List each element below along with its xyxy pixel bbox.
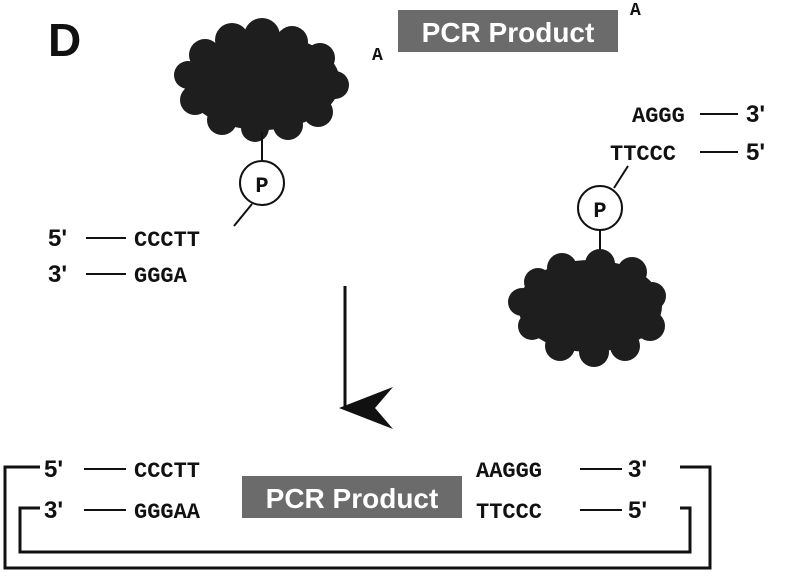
left-bottom-seq: GGGA	[134, 264, 188, 289]
product-left-top-end: 5'	[44, 456, 63, 483]
pcr-product-top: PCR Product A A	[372, 1, 641, 66]
product-pcr-label: PCR Product	[266, 483, 439, 514]
right-bottom-seq: TTCCC	[610, 142, 676, 167]
product-left-top-seq: CCCTT	[134, 459, 200, 484]
pcr-product-label: PCR Product	[422, 17, 595, 48]
left-bottom-end: 3'	[48, 261, 67, 288]
overhang-right: A	[630, 1, 641, 21]
pcr-product-box	[398, 10, 618, 52]
phosphate-label: P	[255, 174, 268, 199]
left-top-end: 5'	[48, 225, 67, 252]
product-right-top-end: 3'	[628, 456, 647, 483]
panel-label: D	[48, 14, 81, 66]
left-top-seq: CCCTT	[134, 228, 200, 253]
inner-strand-bracket	[18, 506, 692, 554]
product-left-bottom-seq: GGGAA	[134, 500, 201, 525]
product-right-bottom-end: 5'	[628, 497, 647, 524]
product-right-bottom-seq: TTCCC	[476, 500, 542, 525]
right-top-end: 3'	[746, 101, 765, 128]
pcr-product-box	[242, 476, 462, 518]
product-left-bottom-end: 3'	[44, 497, 63, 524]
phosphate-label: P	[593, 199, 606, 224]
right-bottom-end: 5'	[746, 139, 765, 166]
right-topoisomerase: AGGG 3' TTCCC 5' P	[508, 101, 765, 367]
outer-strand-bracket	[3, 465, 712, 570]
phosphate-icon	[239, 160, 285, 206]
ligated-product: 5' CCCTT 3' GGGAA PCR Product AAGGG 3' T…	[3, 456, 712, 570]
overhang-left: A	[372, 46, 383, 66]
right-top-seq: AGGG	[632, 104, 685, 129]
product-right-top-seq: AAGGG	[476, 459, 542, 484]
topoisomerase-icon	[508, 249, 666, 367]
topoisomerase-icon	[174, 18, 349, 142]
left-topoisomerase: P 5' CCCTT 3' GGGA	[48, 18, 349, 289]
